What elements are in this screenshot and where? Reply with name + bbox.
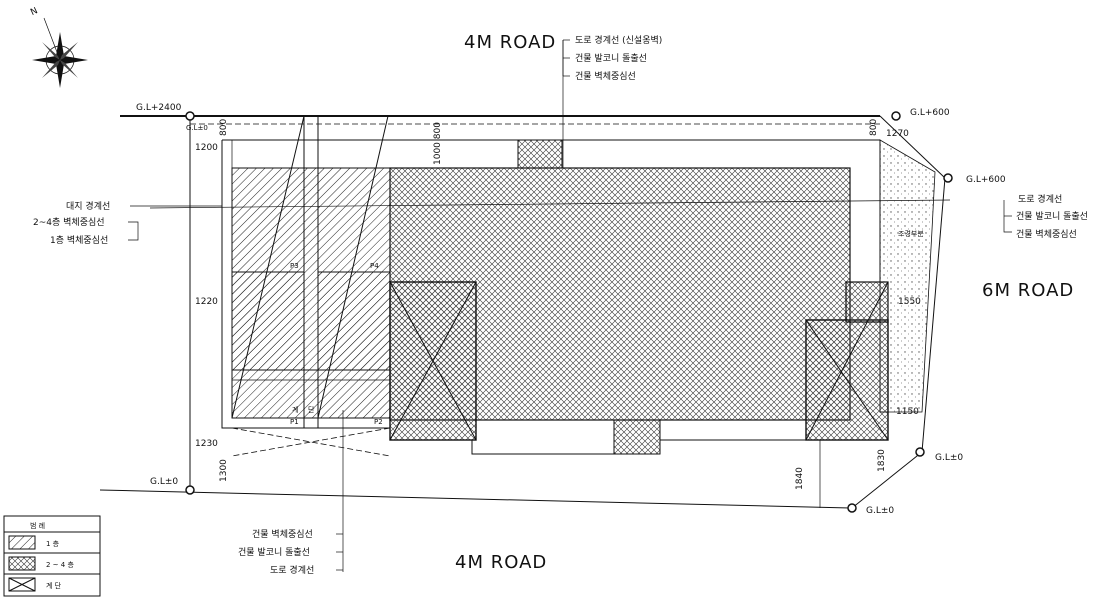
svg-text:800: 800 (219, 119, 229, 136)
svg-text:2~4층 벽체중심선: 2~4층 벽체중심선 (33, 217, 105, 228)
svg-text:건물 벽체중심선: 건물 벽체중심선 (252, 529, 313, 540)
level-top-left-zero: G.L±0 (186, 124, 208, 132)
notes-bottom: 건물 벽체중심선 건물 발코니 돌출선 도로 경계선 (238, 529, 343, 576)
balcony-bottom (613, 419, 661, 455)
marker-inner-b: 단 (308, 405, 315, 414)
level-bottom-left: G.L±0 (150, 477, 178, 487)
level-bottom-right-b: G.L±0 (866, 506, 894, 516)
level-bottom-right-a: G.L±0 (935, 453, 963, 463)
road-label-right: 6M ROAD (982, 280, 1074, 301)
marker-inner-a: 계 (292, 405, 298, 414)
svg-text:건물 발코니 돌출선: 건물 발코니 돌출선 (1016, 211, 1088, 222)
svg-text:1230: 1230 (195, 439, 218, 449)
level-top-right: G.L+600 (910, 108, 950, 118)
legend: 범 례 1 층 2 ~ 4 층 계 단 (3, 515, 101, 597)
notes-left: 대지 경계선 2~4층 벽체중심선 1층 벽체중심선 (33, 200, 222, 246)
stair-block-left-a (231, 271, 305, 371)
marker-p1: P1 (290, 418, 299, 426)
svg-text:1830: 1830 (877, 449, 887, 472)
road-label-bottom: 4M ROAD (455, 552, 547, 573)
svg-text:건물 발코니 돌출선: 건물 발코니 돌출선 (575, 53, 647, 64)
balcony-top (517, 139, 563, 169)
svg-text:도로 경계선: 도로 경계선 (270, 564, 314, 576)
svg-text:건물 벽체중심선: 건물 벽체중심선 (575, 71, 636, 82)
svg-text:범 례: 범 례 (30, 521, 45, 530)
svg-text:1550: 1550 (898, 297, 921, 307)
svg-text:800: 800 (869, 119, 879, 136)
svg-text:1000 800: 1000 800 (433, 122, 443, 165)
dimension-labels: 800 1000 800 800 1270 1200 1220 1230 130… (195, 119, 921, 490)
notes-top: 도로 경계선 (신설옹벽) 건물 발코니 돌출선 건물 벽체중심선 (562, 34, 662, 82)
north-arrow-icon: N (29, 6, 88, 88)
level-top-left-plus: G.L+2400 (136, 103, 182, 113)
level-right-mid: G.L+600 (966, 175, 1006, 185)
stair-core-left (389, 281, 477, 441)
svg-text:1220: 1220 (195, 297, 218, 307)
marker-p4: P4 (370, 262, 379, 270)
marker-p3: P3 (290, 262, 299, 270)
svg-text:1200: 1200 (195, 143, 218, 153)
stair-core-right (805, 281, 889, 441)
svg-text:건물 발코니 돌출선: 건물 발코니 돌출선 (238, 547, 310, 558)
svg-text:1300: 1300 (219, 459, 229, 482)
svg-text:2 ~ 4 층: 2 ~ 4 층 (46, 560, 74, 569)
svg-text:1270: 1270 (886, 129, 909, 139)
svg-text:도로 경계선 (신설옹벽): 도로 경계선 (신설옹벽) (575, 34, 662, 46)
stair-block-left-b (317, 271, 391, 371)
marker-p2: P2 (374, 418, 383, 426)
road-label-top: 4M ROAD (464, 32, 556, 53)
svg-text:대지 경계선: 대지 경계선 (66, 200, 110, 212)
svg-text:1840: 1840 (795, 467, 805, 490)
svg-text:건물 벽체중심선: 건물 벽체중심선 (1016, 229, 1077, 240)
svg-text:1층 벽체중심선: 1층 벽체중심선 (50, 235, 108, 246)
svg-text:도로 경계선: 도로 경계선 (1018, 193, 1062, 205)
svg-text:계 단: 계 단 (46, 581, 62, 590)
site-boundary (99, 115, 946, 509)
svg-text:1150: 1150 (896, 407, 919, 417)
garden-label: 조경부분 (898, 229, 924, 238)
north-label: N (29, 6, 39, 18)
svg-text:1 층: 1 층 (46, 539, 60, 548)
notes-right: 도로 경계선 건물 발코니 돌출선 건물 벽체중심선 (1003, 193, 1088, 240)
